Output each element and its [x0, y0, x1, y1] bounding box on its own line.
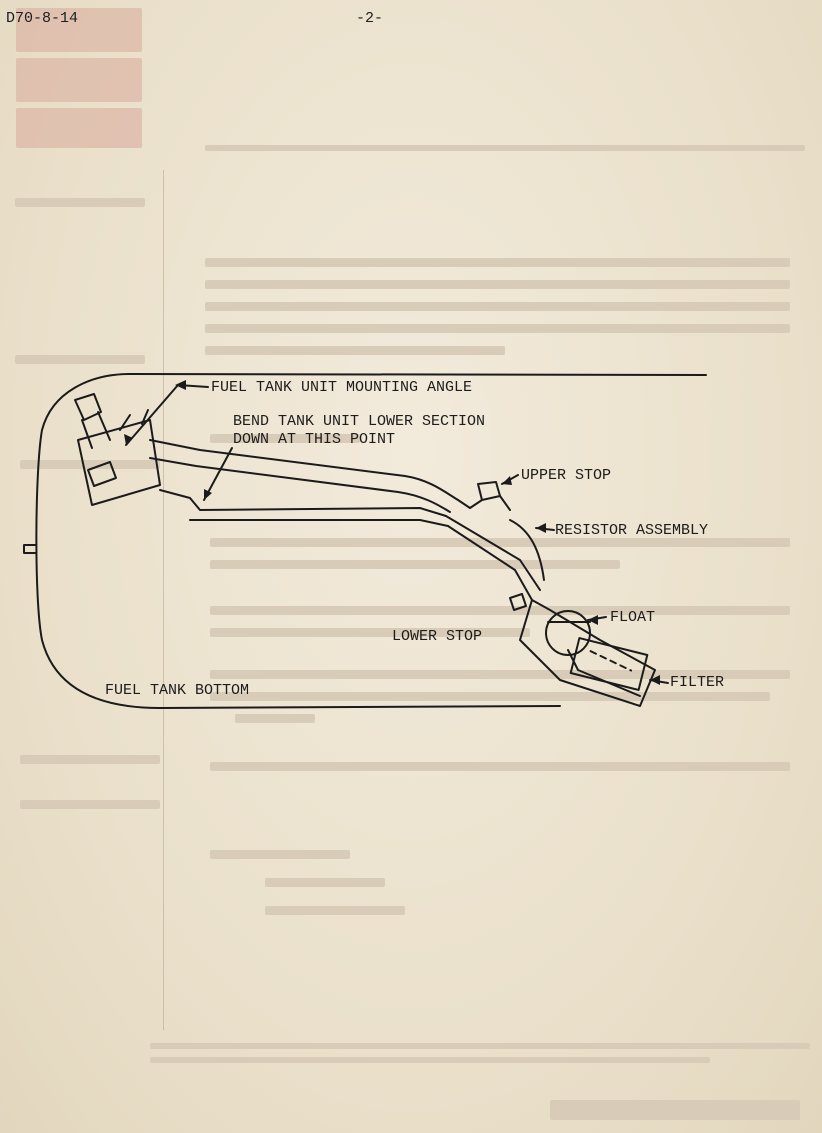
- arrowhead: [175, 380, 186, 390]
- bleed-text-line: [210, 762, 790, 771]
- arrowhead: [650, 675, 660, 685]
- bleed-text-line: [20, 460, 160, 469]
- bleed-text-line: [15, 355, 145, 364]
- fuel-tank-outline: [35, 373, 707, 709]
- bleed-text-line: [150, 1043, 810, 1049]
- label-bend-line1: BEND TANK UNIT LOWER SECTION: [233, 413, 486, 430]
- float-arm: [445, 515, 541, 601]
- tank-fitting: [23, 544, 37, 554]
- bleed-text-line: [205, 346, 505, 355]
- page-number: -2-: [356, 10, 384, 27]
- lower-stop: [509, 593, 527, 611]
- arrowhead: [536, 523, 546, 533]
- bleed-text-line: [265, 878, 385, 887]
- bleed-text-line: [205, 280, 790, 289]
- bleed-text-line: [150, 1057, 710, 1063]
- bleed-text-line: [210, 628, 530, 637]
- bleed-text-line: [205, 324, 790, 333]
- bleed-text-line: [205, 145, 805, 151]
- bleed-text-line: [20, 755, 160, 764]
- arrowhead: [502, 476, 512, 485]
- label-filter: FILTER: [670, 674, 725, 691]
- document-id: D70-8-14: [6, 10, 79, 27]
- bleed-text-line: [205, 258, 790, 267]
- leader-mounting-angle: [125, 384, 209, 446]
- filter-body: [519, 599, 656, 707]
- bleed-text-line: [265, 906, 405, 915]
- bleed-text-line: [210, 538, 790, 547]
- brand-logo-bleed: [16, 108, 142, 148]
- bleed-logo: [550, 1100, 800, 1120]
- margin-rule: [163, 170, 164, 1030]
- pickup-tube-upper: [149, 439, 471, 509]
- bleed-text-line: [210, 560, 620, 569]
- label-resistor: RESISTOR ASSEMBLY: [555, 522, 709, 539]
- arrowhead: [204, 489, 212, 500]
- brand-logo-bleed: [16, 58, 142, 102]
- pickup-tube-lower: [159, 489, 447, 517]
- label-tank-bottom: FUEL TANK BOTTOM: [105, 682, 250, 699]
- brand-logo-bleed: [16, 8, 142, 52]
- bleed-text-line: [210, 606, 790, 615]
- float-body: [545, 610, 591, 656]
- label-mounting-angle: FUEL TANK UNIT MOUNTING ANGLE: [211, 379, 473, 396]
- bleed-text-line: [20, 800, 160, 809]
- bleed-text-line: [205, 302, 790, 311]
- bleed-text-line: [15, 198, 145, 207]
- label-upper-stop: UPPER STOP: [521, 467, 612, 484]
- bleed-text-line: [210, 692, 770, 701]
- bleed-text-line: [210, 850, 350, 859]
- filter-element: [569, 637, 649, 691]
- arrowhead: [588, 615, 598, 625]
- label-float: FLOAT: [610, 609, 656, 626]
- arrowhead: [124, 434, 133, 445]
- label-lower-stop: LOWER STOP: [392, 628, 483, 645]
- bleed-text-line: [210, 670, 790, 679]
- sending-unit-neck: [74, 393, 102, 421]
- bleed-text-line: [210, 434, 360, 443]
- label-bend-line2: DOWN AT THIS POINT: [233, 431, 396, 448]
- upper-stop: [477, 481, 501, 501]
- bleed-text-line: [235, 714, 315, 723]
